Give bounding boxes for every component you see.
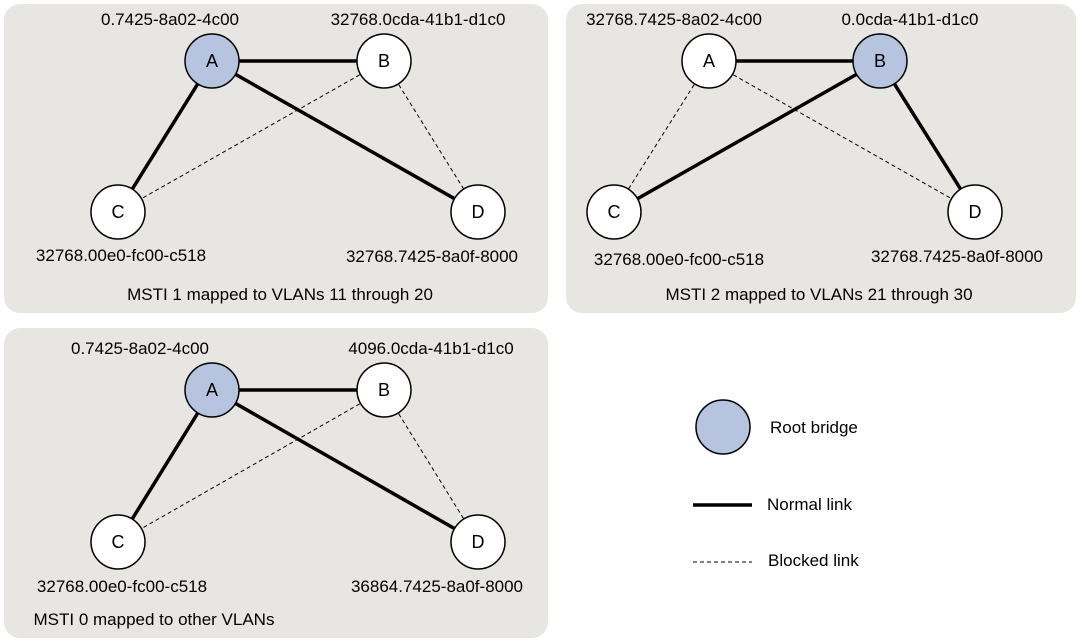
link-a-c-blocked <box>613 60 710 213</box>
legend-root-bridge: Root bridge <box>695 399 858 455</box>
bridge-id-b: 0.0cda-41b1-d1c0 <box>841 10 978 29</box>
node-letter-c: C <box>112 532 125 552</box>
panel-caption: MSTI 2 mapped to VLANs 21 through 30 <box>665 285 972 304</box>
panel-msti-2: A B C D 32768.7425-8a02-4c00 0.0cda-41b1… <box>566 4 1076 313</box>
legend-normal-link: Normal link <box>693 495 853 514</box>
link-a-c-normal <box>116 60 214 213</box>
bridge-id-a: 0.7425-8a02-4c00 <box>101 10 239 29</box>
node-letter-b: B <box>874 51 886 71</box>
node-b: B <box>356 362 412 418</box>
node-letter-b: B <box>378 51 390 71</box>
link-b-d-normal <box>878 60 977 213</box>
panel-background <box>4 4 548 313</box>
bridge-id-c: 32768.00e0-fc00-c518 <box>37 577 207 596</box>
node-b: B <box>356 33 412 89</box>
link-group <box>116 59 479 214</box>
legend-root-label: Root bridge <box>770 418 858 437</box>
link-group <box>613 59 977 214</box>
legend-normal-label: Normal link <box>767 495 853 514</box>
legend: Root bridge Normal link Blocked link <box>693 399 859 570</box>
node-d: D <box>450 514 506 570</box>
panel-msti-0: A B C D 0.7425-8a02-4c00 4096.0cda-41b1-… <box>4 328 548 638</box>
node-d: D <box>450 184 506 240</box>
node-letter-c: C <box>112 202 125 222</box>
bridge-node-d <box>947 184 1003 240</box>
bridge-node-d <box>450 184 506 240</box>
bridge-node-c <box>90 514 146 570</box>
node-letter-b: B <box>378 380 390 400</box>
bridge-id-a: 32768.7425-8a02-4c00 <box>586 10 762 29</box>
link-b-c-blocked <box>117 389 385 543</box>
node-letter-a: A <box>206 380 218 400</box>
bridge-id-c: 32768.00e0-fc00-c518 <box>36 246 206 265</box>
bridge-id-d: 36864.7425-8a0f-8000 <box>351 577 523 596</box>
bridge-node-d <box>450 514 506 570</box>
bridge-id-b: 32768.0cda-41b1-d1c0 <box>331 10 506 29</box>
link-b-d-blocked <box>383 60 479 213</box>
node-d: D <box>947 184 1003 240</box>
node-letter-d: D <box>969 202 982 222</box>
bridge-node-c <box>90 184 146 240</box>
node-c: C <box>90 184 146 240</box>
panel-caption: MSTI 1 mapped to VLANs 11 through 20 <box>127 285 433 304</box>
node-letter-a: A <box>206 51 218 71</box>
link-b-d-blocked <box>383 389 479 543</box>
link-a-d-blocked <box>708 60 976 213</box>
root-bridge-swatch <box>695 399 751 455</box>
link-a-d-normal <box>211 388 479 544</box>
bridge-id-d: 32768.7425-8a0f-8000 <box>871 247 1043 266</box>
bridge-id-d: 32768.7425-8a0f-8000 <box>346 247 518 266</box>
bridge-node-a <box>184 362 240 418</box>
node-a: A <box>184 362 240 418</box>
node-letter-a: A <box>703 51 715 71</box>
node-letter-d: D <box>472 202 485 222</box>
link-a-c-normal <box>116 389 214 543</box>
node-a: A <box>184 33 240 89</box>
bridge-node-a <box>184 33 240 89</box>
node-letter-c: C <box>608 202 621 222</box>
panel-msti-1: A B C D 0.7425-8a02-4c00 32768.0cda-41b1… <box>4 4 548 313</box>
node-b: B <box>852 33 908 89</box>
bridge-node-a <box>681 33 737 89</box>
bridge-node-b <box>356 362 412 418</box>
link-group <box>116 388 479 544</box>
panel-background <box>4 328 548 638</box>
node-c: C <box>90 514 146 570</box>
link-a-d-normal <box>211 59 479 214</box>
node-letter-d: D <box>472 532 485 552</box>
bridge-id-b: 4096.0cda-41b1-d1c0 <box>348 339 513 358</box>
link-b-c-blocked <box>117 60 385 213</box>
link-b-c-normal <box>613 59 881 214</box>
panel-caption: MSTI 0 mapped to other VLANs <box>34 610 275 629</box>
bridge-node-b <box>852 33 908 89</box>
bridge-id-a: 0.7425-8a02-4c00 <box>71 339 209 358</box>
bridge-node-c <box>586 184 642 240</box>
legend-blocked-label: Blocked link <box>768 551 859 570</box>
legend-blocked-link: Blocked link <box>693 551 859 570</box>
bridge-id-c: 32768.00e0-fc00-c518 <box>594 250 764 269</box>
node-a: A <box>681 33 737 89</box>
node-c: C <box>586 184 642 240</box>
bridge-node-b <box>356 33 412 89</box>
